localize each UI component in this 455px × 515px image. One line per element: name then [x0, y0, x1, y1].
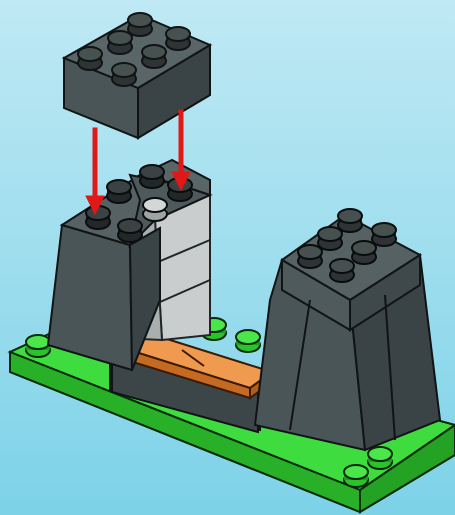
instruction-canvas: [0, 0, 455, 515]
lego-instruction-illustration: [0, 0, 455, 515]
